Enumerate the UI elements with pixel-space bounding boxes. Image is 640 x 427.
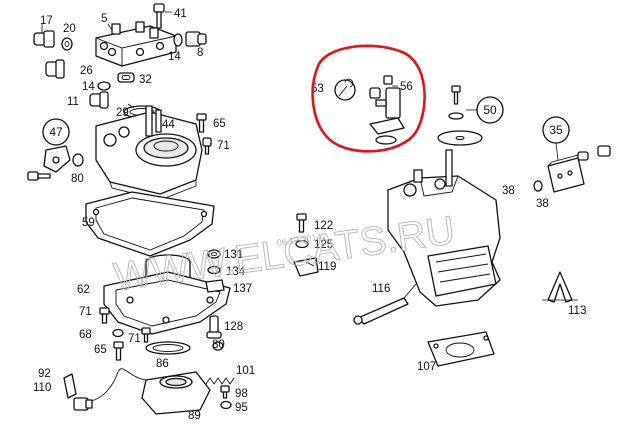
part-131-nut — [207, 249, 221, 259]
part-122-screw — [296, 213, 307, 233]
label-5: 5 — [101, 13, 107, 25]
callout-35: 35 — [542, 116, 570, 144]
label-71-lower-left: 71 — [79, 306, 92, 318]
label-107: 107 — [417, 361, 436, 373]
label-44: 44 — [162, 119, 175, 131]
label-68: 68 — [79, 329, 92, 341]
part-68-washer — [112, 328, 124, 338]
label-41: 41 — [174, 8, 187, 20]
part-5-distributor-head — [95, 21, 177, 67]
label-47: 47 — [49, 125, 63, 139]
part-26-fitting — [45, 59, 65, 79]
label-101: 101 — [236, 365, 255, 377]
label-119: 119 — [318, 261, 336, 273]
label-38-left: 38 — [502, 185, 515, 197]
part-65-screw-lower — [113, 341, 124, 361]
part-50-washers — [437, 85, 483, 146]
part-62-base-plate — [103, 271, 231, 335]
part-80-ring-lower — [212, 341, 224, 351]
part-47-bracket — [27, 145, 84, 181]
callout-47: 47 — [42, 118, 70, 146]
part-8-fitting — [185, 31, 207, 47]
label-86: 86 — [156, 358, 169, 370]
part-98-screw — [220, 385, 230, 399]
label-32: 32 — [139, 74, 152, 86]
label-62: 62 — [77, 284, 90, 296]
label-17: 17 — [40, 15, 53, 27]
label-71-lower-center: 71 — [128, 333, 141, 345]
label-59: 59 — [82, 217, 95, 229]
label-110: 110 — [33, 382, 51, 394]
part-53-wrench-symbol — [334, 78, 356, 101]
part-32-gasket — [117, 72, 135, 83]
part-14-washer-top — [173, 33, 183, 47]
part-59-gasket — [85, 191, 215, 257]
label-38-right: 38 — [536, 198, 549, 210]
part-95-washer — [220, 400, 232, 410]
label-116: 116 — [372, 283, 390, 295]
part-56-temperature-valve — [369, 75, 405, 145]
label-122: 122 — [314, 220, 333, 232]
part-71-screw-lower-left — [99, 307, 110, 324]
label-50: 50 — [483, 103, 497, 117]
label-89: 89 — [188, 410, 201, 422]
part-35-connector-block — [533, 142, 611, 193]
label-134: 134 — [226, 266, 246, 278]
part-128-stud — [206, 315, 222, 339]
label-92: 92 — [38, 368, 51, 380]
label-80-upper: 80 — [71, 173, 84, 185]
part-134-washer — [207, 265, 221, 275]
label-71-upper: 71 — [217, 140, 230, 152]
part-71-screw-lower-center — [141, 327, 151, 343]
label-14-mid: 14 — [82, 81, 95, 93]
part-86-gasket-ring — [145, 341, 191, 355]
label-8: 8 — [197, 47, 203, 59]
label-11: 11 — [67, 96, 79, 108]
part-92-pin — [63, 373, 77, 399]
part-11-fitting — [89, 91, 109, 109]
highlight-circle — [311, 44, 426, 153]
label-14-top: 14 — [168, 51, 181, 63]
part-regulator-body — [387, 149, 501, 307]
label-65-upper: 65 — [213, 118, 226, 130]
part-107-gasket — [427, 331, 495, 367]
part-113-bracket — [542, 271, 578, 303]
part-14-washer-mid — [97, 81, 111, 91]
label-128: 128 — [224, 321, 243, 333]
label-26: 26 — [80, 65, 93, 77]
label-29: 29 — [116, 107, 129, 119]
part-116-lever — [353, 283, 417, 325]
callout-50: 50 — [476, 96, 504, 124]
label-20: 20 — [63, 23, 76, 35]
label-113: 113 — [568, 305, 586, 317]
part-20-washer — [61, 37, 73, 51]
part-125-washer — [295, 239, 309, 249]
part-44-mixture-regulator-housing — [95, 105, 203, 201]
part-41-screw — [153, 3, 172, 29]
part-71-screw-upper — [202, 137, 212, 155]
label-131: 131 — [224, 249, 243, 261]
part-101-spring — [205, 377, 235, 385]
label-35: 35 — [549, 123, 563, 137]
label-95: 95 — [235, 402, 248, 414]
part-89-sensor-assembly — [73, 368, 211, 415]
part-17-fitting — [33, 24, 55, 48]
label-98: 98 — [235, 388, 248, 400]
label-80-lower: 80 — [212, 339, 225, 351]
part-65-screw-upper — [196, 113, 207, 133]
label-125: 125 — [314, 239, 333, 251]
label-56: 56 — [400, 81, 413, 93]
part-137-clip — [205, 279, 225, 293]
label-65-lower: 65 — [94, 344, 107, 356]
label-137: 137 — [233, 283, 252, 295]
part-119-bracket — [293, 257, 319, 277]
